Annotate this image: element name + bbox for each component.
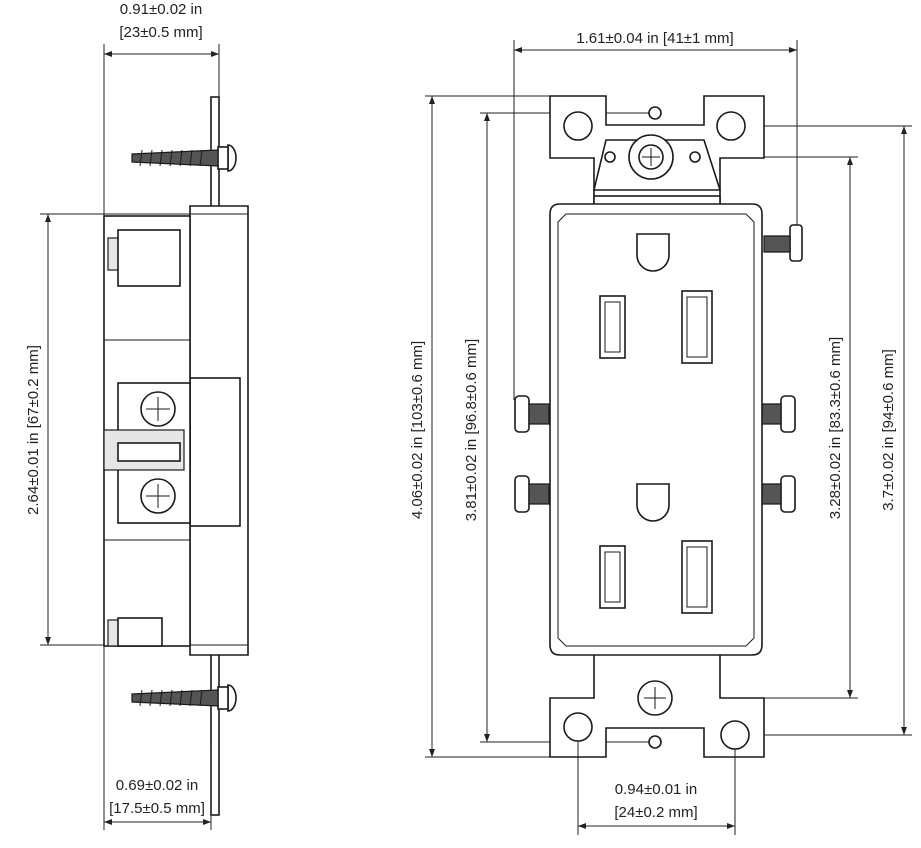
front-mount-hole-spacing-label: 3.7±0.02 in [94±0.6 mm] bbox=[880, 349, 897, 511]
bottom-mounting-screw bbox=[131, 684, 237, 712]
front-top-strap bbox=[549, 95, 765, 207]
upper-ground-slot bbox=[636, 233, 670, 272]
front-inner-height-label: 3.81±0.02 in [96.8±0.6 mm] bbox=[463, 339, 480, 521]
top-mounting-screw bbox=[131, 144, 237, 172]
side-bottom-depth-label-mm: [17.5±0.5 mm] bbox=[109, 800, 205, 817]
front-overall-height-label: 4.06±0.02 in [103±0.6 mm] bbox=[409, 341, 426, 519]
top-alignment-hole bbox=[648, 106, 662, 120]
front-hole-center-width-label-in: 0.94±0.01 in bbox=[615, 781, 697, 798]
side-face-housing bbox=[189, 205, 249, 656]
side-body-height-label: 2.64±0.01 in [67±0.2 mm] bbox=[25, 345, 42, 515]
front-view: 1.61±0.04 in [41±1 mm] 4.06±0.02 in [103… bbox=[409, 30, 912, 835]
front-overall-width-label: 1.61±0.04 in [41±1 mm] bbox=[576, 30, 733, 47]
side-terminal-block bbox=[103, 382, 191, 524]
bottom-alignment-hole bbox=[648, 735, 662, 749]
receptacle-face bbox=[549, 203, 763, 656]
bottom-left-mount-hole bbox=[563, 712, 593, 742]
front-overall-width-dimension: 1.61±0.04 in [41±1 mm] bbox=[513, 30, 798, 400]
lower-ground-slot bbox=[636, 483, 670, 522]
side-bottom-depth-label-in: 0.69±0.02 in bbox=[116, 777, 198, 794]
lower-left-slot bbox=[599, 545, 626, 609]
front-hole-center-width-dimension: 0.94±0.01 in [24±0.2 mm] bbox=[577, 741, 736, 835]
front-bottom-strap bbox=[549, 644, 765, 758]
top-left-mount-hole bbox=[563, 111, 593, 141]
upper-outlet bbox=[599, 233, 713, 364]
front-right-terminal-screws bbox=[760, 224, 803, 513]
top-right-mount-hole bbox=[716, 111, 746, 141]
side-view: 0.91±0.02 in [23±0.5 mm] 2.64±0.01 in [6… bbox=[25, 1, 249, 830]
front-overall-height-dimension: 4.06±0.02 in [103±0.6 mm] bbox=[409, 95, 560, 758]
front-hole-center-width-label-mm: [24±0.2 mm] bbox=[614, 804, 697, 821]
front-left-terminal-screws bbox=[514, 395, 550, 513]
front-screw-spacing-label: 3.28±0.02 in [83.3±0.6 mm] bbox=[827, 337, 844, 519]
side-top-width-label-in: 0.91±0.02 in bbox=[120, 1, 202, 18]
upper-left-slot bbox=[599, 295, 626, 359]
side-top-width-label-mm: [23±0.5 mm] bbox=[119, 24, 202, 41]
lower-outlet bbox=[599, 483, 713, 614]
bottom-right-mount-hole bbox=[720, 720, 750, 750]
side-bottom-depth-dimension: 0.69±0.02 in [17.5±0.5 mm] bbox=[103, 650, 212, 830]
